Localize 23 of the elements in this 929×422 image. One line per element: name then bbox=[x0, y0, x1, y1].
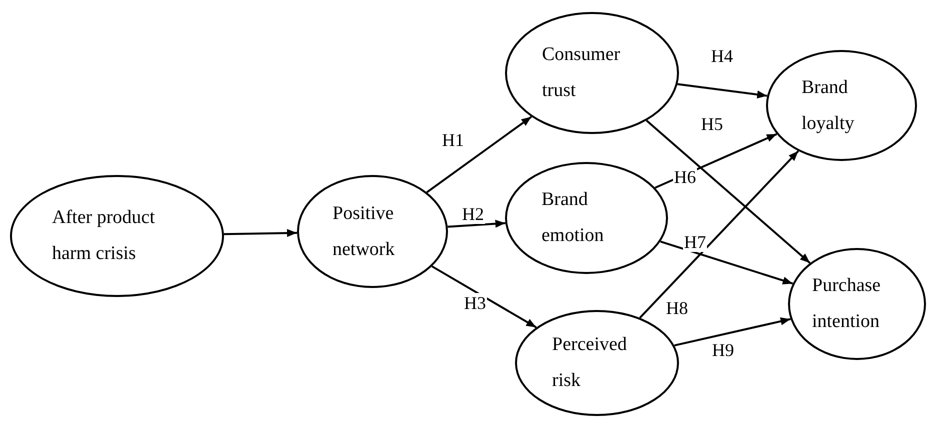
node-label: Perceived risk bbox=[552, 333, 628, 393]
ellipse-node bbox=[788, 248, 926, 360]
ellipse-node bbox=[766, 50, 917, 161]
node-label: After product harm crisis bbox=[52, 206, 156, 266]
node-label: Purchase intention bbox=[812, 274, 882, 334]
arrow bbox=[639, 150, 800, 319]
arrow bbox=[224, 229, 298, 237]
ellipse-node bbox=[505, 12, 679, 134]
arrow bbox=[674, 317, 791, 346]
arrow bbox=[448, 220, 506, 228]
arrow bbox=[654, 133, 778, 189]
arrow bbox=[431, 265, 537, 328]
arrow bbox=[646, 120, 811, 264]
ellipse-node bbox=[10, 175, 224, 297]
arrow bbox=[426, 116, 532, 194]
node-label: Positive network bbox=[332, 202, 396, 262]
arrow bbox=[660, 240, 794, 285]
arrow bbox=[677, 83, 768, 98]
ellipse-node bbox=[505, 162, 668, 274]
ellipse-node bbox=[297, 175, 448, 288]
node-label: Brand loyalty bbox=[802, 76, 856, 136]
node-label: Consumer trust bbox=[542, 43, 622, 103]
node-label: Brand emotion bbox=[542, 188, 605, 248]
